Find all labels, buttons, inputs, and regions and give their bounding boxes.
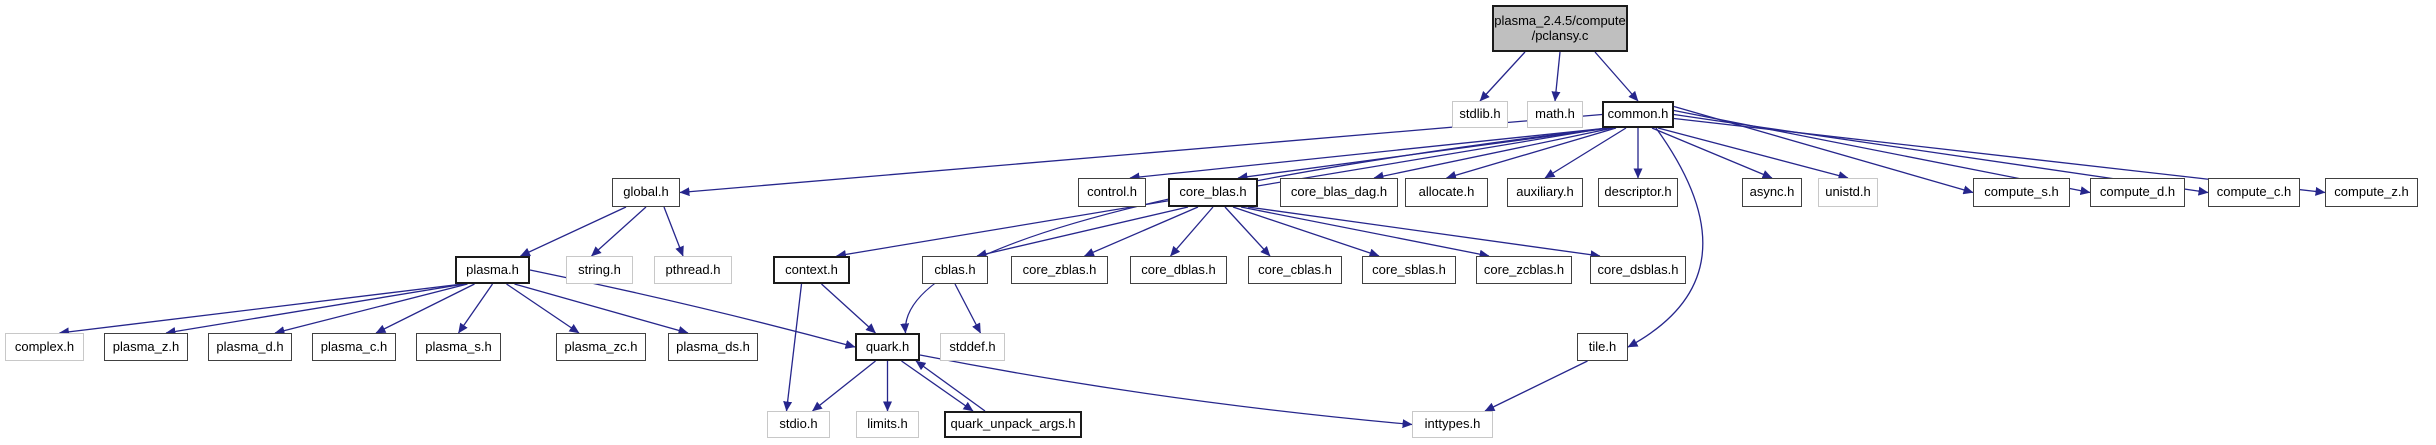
include-edge-core_blas-to-core_cblas	[1224, 206, 1271, 257]
graph-node-plasma_s[interactable]: plasma_s.h	[416, 333, 501, 361]
graph-node-global[interactable]: global.h	[612, 178, 680, 207]
include-edge-context-to-stdio	[783, 283, 803, 412]
graph-node-core_dblas[interactable]: core_dblas.h	[1130, 256, 1227, 284]
graph-node-tile[interactable]: tile.h	[1577, 333, 1628, 361]
graph-node-descriptor[interactable]: descriptor.h	[1598, 178, 1678, 207]
graph-node-context[interactable]: context.h	[773, 256, 850, 284]
include-edge-plasma-to-plasma_ds	[514, 283, 689, 335]
include-edge-root-to-stdlib	[1479, 51, 1526, 102]
graph-node-plasma_zc[interactable]: plasma_zc.h	[556, 333, 646, 361]
graph-node-string[interactable]: string.h	[566, 256, 633, 284]
graph-node-core_blas[interactable]: core_blas.h	[1168, 178, 1258, 207]
graph-node-core_sblas[interactable]: core_sblas.h	[1362, 256, 1456, 284]
include-edge-quark-to-inttypes	[919, 354, 1413, 429]
graph-node-root[interactable]: plasma_2.4.5/compute /pclansy.c	[1492, 5, 1628, 52]
graph-node-core_zblas[interactable]: core_zblas.h	[1011, 256, 1108, 284]
include-edge-context-to-quark	[821, 283, 876, 334]
include-edge-common-to-allocate	[1446, 127, 1617, 180]
graph-node-core_dsblas[interactable]: core_dsblas.h	[1590, 256, 1686, 284]
include-edge-quark_unpack_args-to-quark	[915, 360, 986, 412]
graph-node-compute_z[interactable]: compute_z.h	[2325, 178, 2418, 207]
include-edge-global-to-string	[591, 206, 647, 257]
include-edge-root-to-math	[1551, 51, 1561, 102]
graph-node-limits[interactable]: limits.h	[856, 411, 919, 438]
graph-node-core_blas_dag[interactable]: core_blas_dag.h	[1280, 178, 1398, 207]
graph-node-stdio[interactable]: stdio.h	[767, 411, 830, 438]
graph-node-async[interactable]: async.h	[1742, 178, 1802, 207]
include-edge-plasma-to-plasma_c	[375, 283, 475, 334]
graph-node-plasma_ds[interactable]: plasma_ds.h	[668, 333, 758, 361]
include-edge-plasma-to-plasma_s	[457, 283, 494, 334]
graph-node-plasma[interactable]: plasma.h	[455, 256, 530, 284]
graph-node-plasma_c[interactable]: plasma_c.h	[312, 333, 396, 361]
graph-node-core_zcblas[interactable]: core_zcblas.h	[1476, 256, 1572, 284]
graph-node-quark_unpack_args[interactable]: quark_unpack_args.h	[944, 411, 1082, 438]
graph-node-control[interactable]: control.h	[1078, 178, 1146, 207]
include-edge-plasma-to-complex	[59, 283, 463, 337]
graph-node-unistd[interactable]: unistd.h	[1818, 178, 1878, 207]
include-edge-quark-to-quark_unpack_args	[901, 360, 974, 412]
graph-node-compute_c[interactable]: compute_c.h	[2208, 178, 2300, 207]
include-edge-core_blas-to-core_zcblas	[1240, 206, 1490, 259]
graph-node-pthread[interactable]: pthread.h	[654, 256, 732, 284]
include-edge-quark-to-stdio	[812, 360, 876, 412]
include-edge-cblas-to-stddef	[954, 283, 982, 334]
include-edge-core_blas-to-core_sblas	[1232, 206, 1380, 258]
graph-node-allocate[interactable]: allocate.h	[1405, 178, 1488, 207]
include-edge-plasma-to-plasma_z	[165, 283, 465, 336]
graph-node-quark[interactable]: quark.h	[855, 333, 920, 361]
graph-node-compute_s[interactable]: compute_s.h	[1973, 178, 2070, 207]
include-edge-core_blas-to-core_dsblas	[1247, 206, 1601, 260]
graph-node-math[interactable]: math.h	[1527, 101, 1583, 128]
include-edge-common-to-async	[1651, 127, 1773, 179]
graph-node-inttypes[interactable]: inttypes.h	[1412, 411, 1493, 438]
graph-node-core_cblas[interactable]: core_cblas.h	[1248, 256, 1342, 284]
include-edge-common-to-control	[1129, 127, 1609, 182]
graph-node-stdlib[interactable]: stdlib.h	[1452, 101, 1508, 128]
include-edge-common-to-core_blas_dag	[1373, 127, 1614, 181]
graph-node-cblas[interactable]: cblas.h	[922, 256, 988, 284]
graph-node-plasma_d[interactable]: plasma_d.h	[208, 333, 292, 361]
include-edge-core_blas-to-cblas	[976, 206, 1189, 259]
include-edge-common-to-global	[679, 113, 1603, 197]
include-edge-root-to-common	[1594, 51, 1639, 102]
include-edge-global-to-pthread	[663, 206, 684, 257]
graph-node-common[interactable]: common.h	[1602, 101, 1674, 128]
include-edge-plasma-to-plasma_zc	[506, 283, 580, 334]
include-edge-plasma-to-plasma_d	[274, 283, 468, 336]
graph-node-auxiliary[interactable]: auxiliary.h	[1507, 178, 1583, 207]
include-edge-core_blas-to-core_dblas	[1170, 206, 1214, 257]
include-edge-common-to-auxiliary	[1544, 127, 1627, 179]
include-edge-tile-to-inttypes	[1484, 360, 1588, 412]
graph-node-complex[interactable]: complex.h	[5, 333, 84, 361]
graph-node-stddef[interactable]: stddef.h	[940, 333, 1005, 361]
include-edge-common-to-tile	[1627, 127, 1704, 348]
include-edge-global-to-plasma	[520, 206, 627, 257]
include-edge-core_blas-to-core_zblas	[1084, 206, 1199, 257]
graph-node-compute_d[interactable]: compute_d.h	[2090, 178, 2185, 207]
include-edge-common-to-unistd	[1657, 127, 1849, 180]
include-edge-common-to-quark	[900, 127, 1609, 334]
graph-node-plasma_z[interactable]: plasma_z.h	[104, 333, 188, 361]
